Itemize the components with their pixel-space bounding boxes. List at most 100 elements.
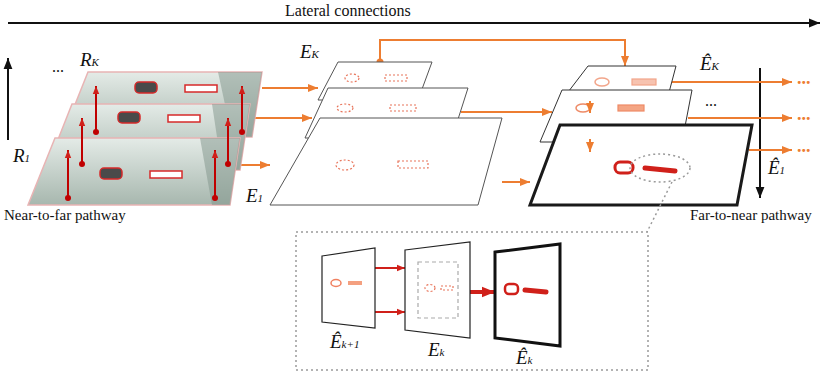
- plane-label: R1: [13, 146, 30, 165]
- shift-arrow: [67, 150, 69, 198]
- wall-shade: [200, 138, 240, 205]
- object-mark: [118, 112, 140, 123]
- inset-frame: [296, 232, 648, 370]
- continuation-dots: ...: [797, 104, 811, 125]
- plane-shape: [322, 248, 375, 328]
- shift-dot: [93, 129, 99, 135]
- connector: [470, 292, 495, 293]
- plane-outline: [530, 125, 752, 205]
- object-mark: [100, 168, 122, 179]
- caption-label: Lateral connections: [285, 2, 411, 20]
- orange-arrow: [589, 139, 591, 152]
- feature-mark: [348, 281, 362, 285]
- connector-line: [262, 87, 318, 89]
- caption-label: ...: [52, 58, 64, 76]
- orange-arrow: [254, 117, 312, 119]
- plane-group: [405, 242, 470, 338]
- slot-mark: [185, 85, 217, 92]
- plane-shape: [530, 125, 752, 205]
- slot-mark: [525, 290, 546, 292]
- plane-outline: [405, 242, 470, 338]
- plane-label: RK: [80, 50, 99, 69]
- plane-group: [270, 88, 502, 205]
- plane-node: Ê1: [530, 125, 752, 205]
- plane-shape: [270, 118, 502, 205]
- plane-node: E1: [270, 118, 502, 205]
- pathway-arrow: [7, 58, 9, 140]
- connector-line: [375, 267, 405, 269]
- connector-line: [502, 181, 530, 183]
- connector: [262, 88, 318, 89]
- plane-shape: [28, 138, 240, 205]
- continuation-dots: ...: [797, 136, 811, 157]
- orange-arrow: [461, 111, 552, 113]
- plane-outline: [495, 244, 560, 346]
- feature-mark: [595, 78, 609, 86]
- orange-arrow: [589, 101, 591, 113]
- caption-label: ...: [705, 92, 717, 110]
- connector-line: [470, 290, 495, 294]
- plane-node: R1: [28, 138, 240, 205]
- shift-arrow: [214, 150, 216, 198]
- orange-arrow: [749, 149, 792, 151]
- feature-mark: [425, 285, 435, 292]
- plane-group: [322, 248, 375, 328]
- shift-dot: [65, 195, 71, 201]
- feature-mark: [398, 161, 428, 168]
- feature-mark: [336, 160, 354, 170]
- slot-mark: [645, 168, 675, 171]
- plane-node: Êk+1: [322, 248, 375, 328]
- connector-line: [375, 311, 405, 313]
- connector: [502, 182, 530, 183]
- feature-mark: [618, 105, 644, 111]
- plane-label: ÊK: [700, 54, 719, 73]
- orange-arrow: [672, 81, 792, 83]
- feature-mark: [418, 262, 458, 318]
- object-mark: [135, 82, 157, 93]
- shift-arrow: [227, 118, 229, 164]
- shift-dot: [239, 129, 245, 135]
- slot-mark: [150, 171, 182, 178]
- pathway-arrow: [759, 68, 761, 198]
- feature-mark: [632, 79, 656, 85]
- connector-line: [240, 164, 270, 166]
- shift-dot: [212, 195, 218, 201]
- feature-mark: [331, 280, 341, 287]
- plane-node: Êk: [495, 244, 560, 346]
- plane-shape: [405, 242, 470, 338]
- feature-mark: [441, 286, 453, 290]
- connector: [375, 268, 405, 312]
- plane-label: EK: [300, 42, 319, 61]
- feature-mark: [385, 75, 407, 81]
- plane-label: Êk: [516, 348, 533, 367]
- plane-group: [495, 244, 560, 346]
- plane-label: Ek: [428, 340, 445, 359]
- plane-label: Ê1: [768, 158, 785, 177]
- slot-mark: [168, 115, 200, 122]
- caption-label: Near-to-far pathway: [4, 207, 126, 224]
- shift-arrow: [95, 86, 97, 132]
- connector: [240, 165, 270, 166]
- lateral-arrow: [8, 22, 820, 24]
- shift-arrow: [241, 86, 243, 132]
- zoom-leader: [647, 182, 672, 232]
- plane-node: Ek: [405, 242, 470, 338]
- plane-label: E1: [246, 186, 263, 205]
- plane-group: [28, 86, 250, 205]
- feature-mark: [345, 74, 359, 82]
- shift-dot: [225, 161, 231, 167]
- feature-mark: [337, 104, 353, 112]
- feature-mark: [576, 104, 590, 112]
- plane-shape: [495, 244, 560, 346]
- object-mark: [505, 284, 518, 294]
- zoom-ring: [630, 154, 690, 182]
- plane-outline: [270, 118, 502, 205]
- plane-label: Êk+1: [330, 332, 359, 351]
- shift-dot: [79, 161, 85, 167]
- plane-outline: [322, 248, 375, 328]
- caption-label: Far-to-near pathway: [690, 207, 812, 224]
- feature-mark: [390, 105, 416, 111]
- shift-arrow: [81, 118, 83, 164]
- continuation-dots: ...: [797, 68, 811, 89]
